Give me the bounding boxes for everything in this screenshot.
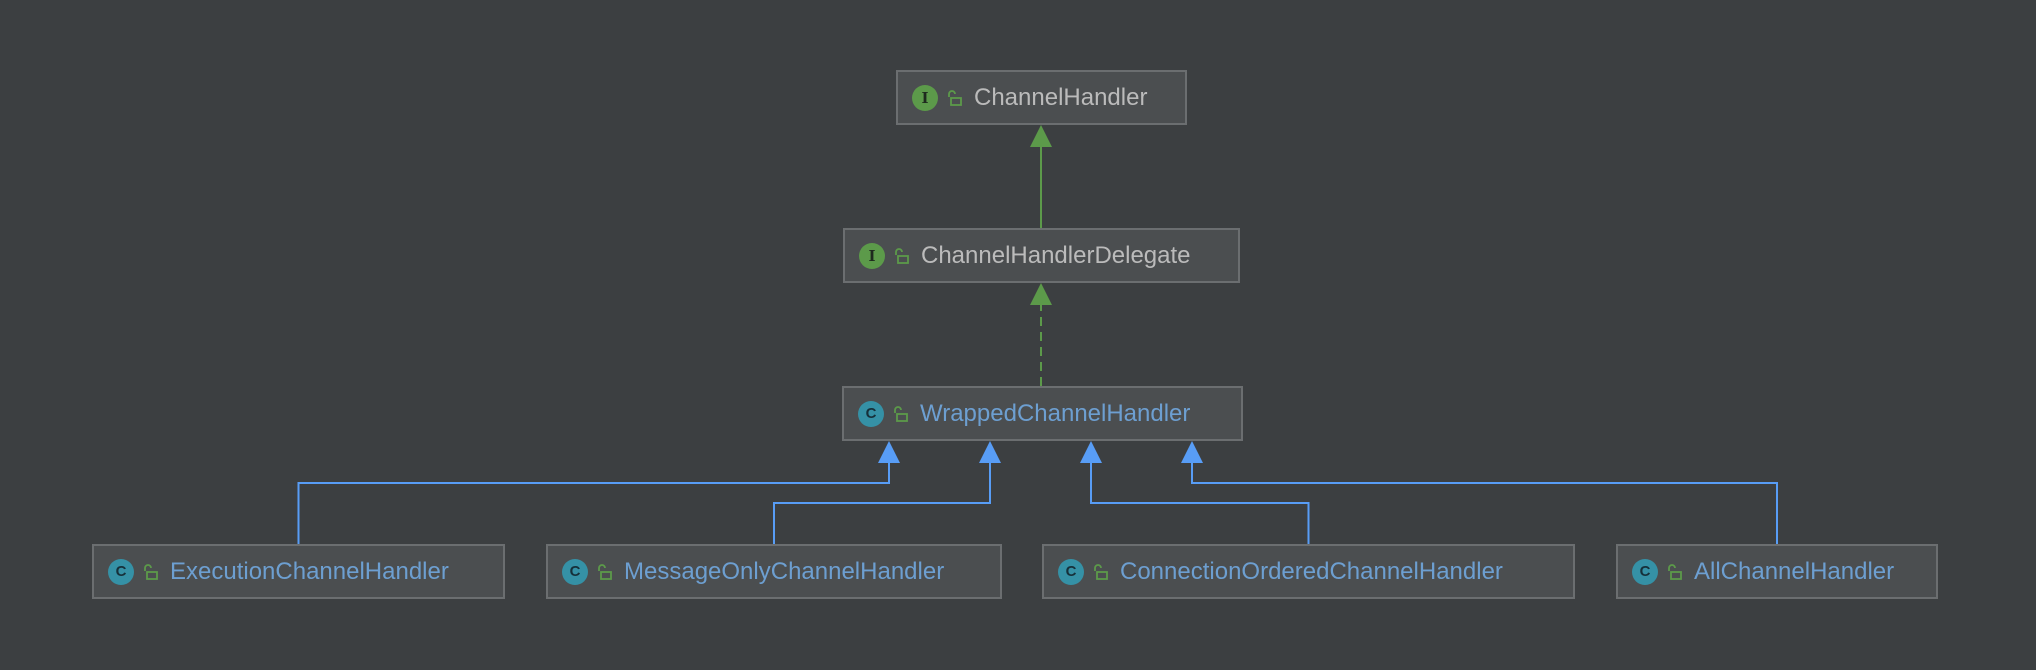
node-label: ChannelHandler — [974, 83, 1148, 111]
node-label: ExecutionChannelHandler — [170, 557, 449, 585]
edge-arrowhead — [878, 441, 900, 463]
edge-all-channel-handler — [1191, 463, 1778, 544]
edge-arrowhead — [1181, 441, 1203, 463]
class-badge-icon: C — [1058, 558, 1084, 585]
class-badge-icon: C — [858, 400, 884, 427]
node-connection-ordered-channel-handler[interactable]: C ConnectionOrderedChannelHandler — [1042, 544, 1575, 599]
node-label: ConnectionOrderedChannelHandler — [1120, 557, 1503, 585]
interface-badge-icon: I — [859, 242, 885, 269]
edge-connection-ordered-channel-handler — [1090, 463, 1310, 544]
edge-arrowhead — [1030, 125, 1052, 147]
interface-badge-icon: I — [912, 84, 938, 111]
class-badge-icon: C — [562, 558, 588, 585]
unlocked-padlock-icon — [894, 405, 908, 422]
node-label: ChannelHandlerDelegate — [921, 241, 1191, 269]
class-badge-icon: C — [108, 558, 134, 585]
node-channel-handler[interactable]: I ChannelHandler — [896, 70, 1187, 125]
node-label: AllChannelHandler — [1694, 557, 1895, 585]
node-all-channel-handler[interactable]: C AllChannelHandler — [1616, 544, 1938, 599]
node-label: WrappedChannelHandler — [920, 399, 1191, 427]
unlocked-padlock-icon — [948, 89, 962, 106]
unlocked-padlock-icon — [598, 563, 612, 580]
node-message-only-channel-handler[interactable]: C MessageOnlyChannelHandler — [546, 544, 1002, 599]
class-badge-icon: C — [1632, 558, 1658, 585]
edge-message-only-channel-handler — [773, 463, 991, 544]
edge-arrowhead — [1080, 441, 1102, 463]
edge-execution-channel-handler — [297, 463, 890, 544]
unlocked-padlock-icon — [144, 563, 158, 580]
node-execution-channel-handler[interactable]: C ExecutionChannelHandler — [92, 544, 505, 599]
node-channel-handler-delegate[interactable]: I ChannelHandlerDelegate — [843, 228, 1240, 283]
unlocked-padlock-icon — [1668, 563, 1682, 580]
unlocked-padlock-icon — [895, 247, 909, 264]
node-wrapped-channel-handler[interactable]: C WrappedChannelHandler — [842, 386, 1243, 441]
edge-arrowhead — [1030, 283, 1052, 305]
edge-arrowhead — [979, 441, 1001, 463]
unlocked-padlock-icon — [1094, 563, 1108, 580]
node-label: MessageOnlyChannelHandler — [624, 557, 945, 585]
